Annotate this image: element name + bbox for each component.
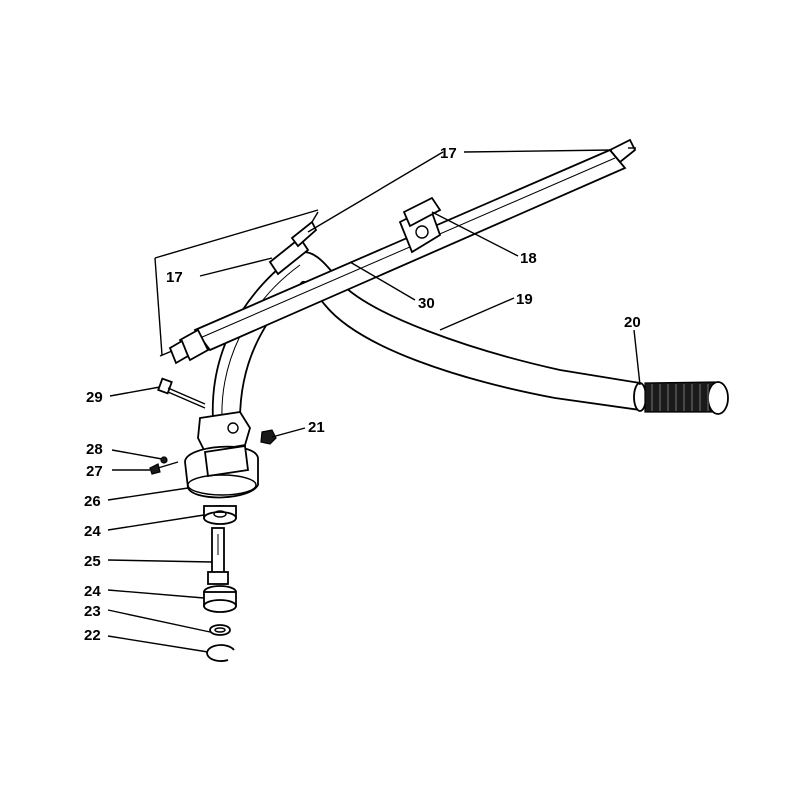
callout-27: 27 [86,463,103,480]
callout-22: 22 [84,627,101,644]
bearing-upper [203,505,237,525]
cable-upper [154,209,319,356]
washer [209,624,231,636]
callout-19: 19 [516,291,533,308]
screw-and-washer [149,456,179,475]
callout-30: 30 [418,295,435,312]
pivot-housing [184,411,259,499]
bearing-lower [203,585,237,613]
callout-20: 20 [624,314,641,331]
crossbar-tube [159,138,637,365]
callout-29: 29 [86,389,103,406]
handlebar-tube [211,251,641,421]
callout-25: 25 [84,553,101,570]
callout-28: 28 [86,441,103,458]
bolt [157,377,206,409]
nut [260,429,277,445]
callout-17-left: 17 [166,269,183,286]
callout-labels: 17 17 18 30 19 20 29 21 28 27 26 24 25 2… [84,145,641,644]
callout-24-upper: 24 [84,523,101,540]
callout-18: 18 [520,250,537,267]
callout-24-lower: 24 [84,583,101,600]
snap-ring [206,644,235,662]
callout-21: 21 [308,419,325,436]
pivot-shaft [207,527,229,585]
leader-lines [107,149,641,653]
callout-26: 26 [84,493,101,510]
clamp-bracket [398,196,442,254]
callout-23: 23 [84,603,101,620]
handle-grip [633,381,729,415]
callout-17-top: 17 [440,145,457,162]
